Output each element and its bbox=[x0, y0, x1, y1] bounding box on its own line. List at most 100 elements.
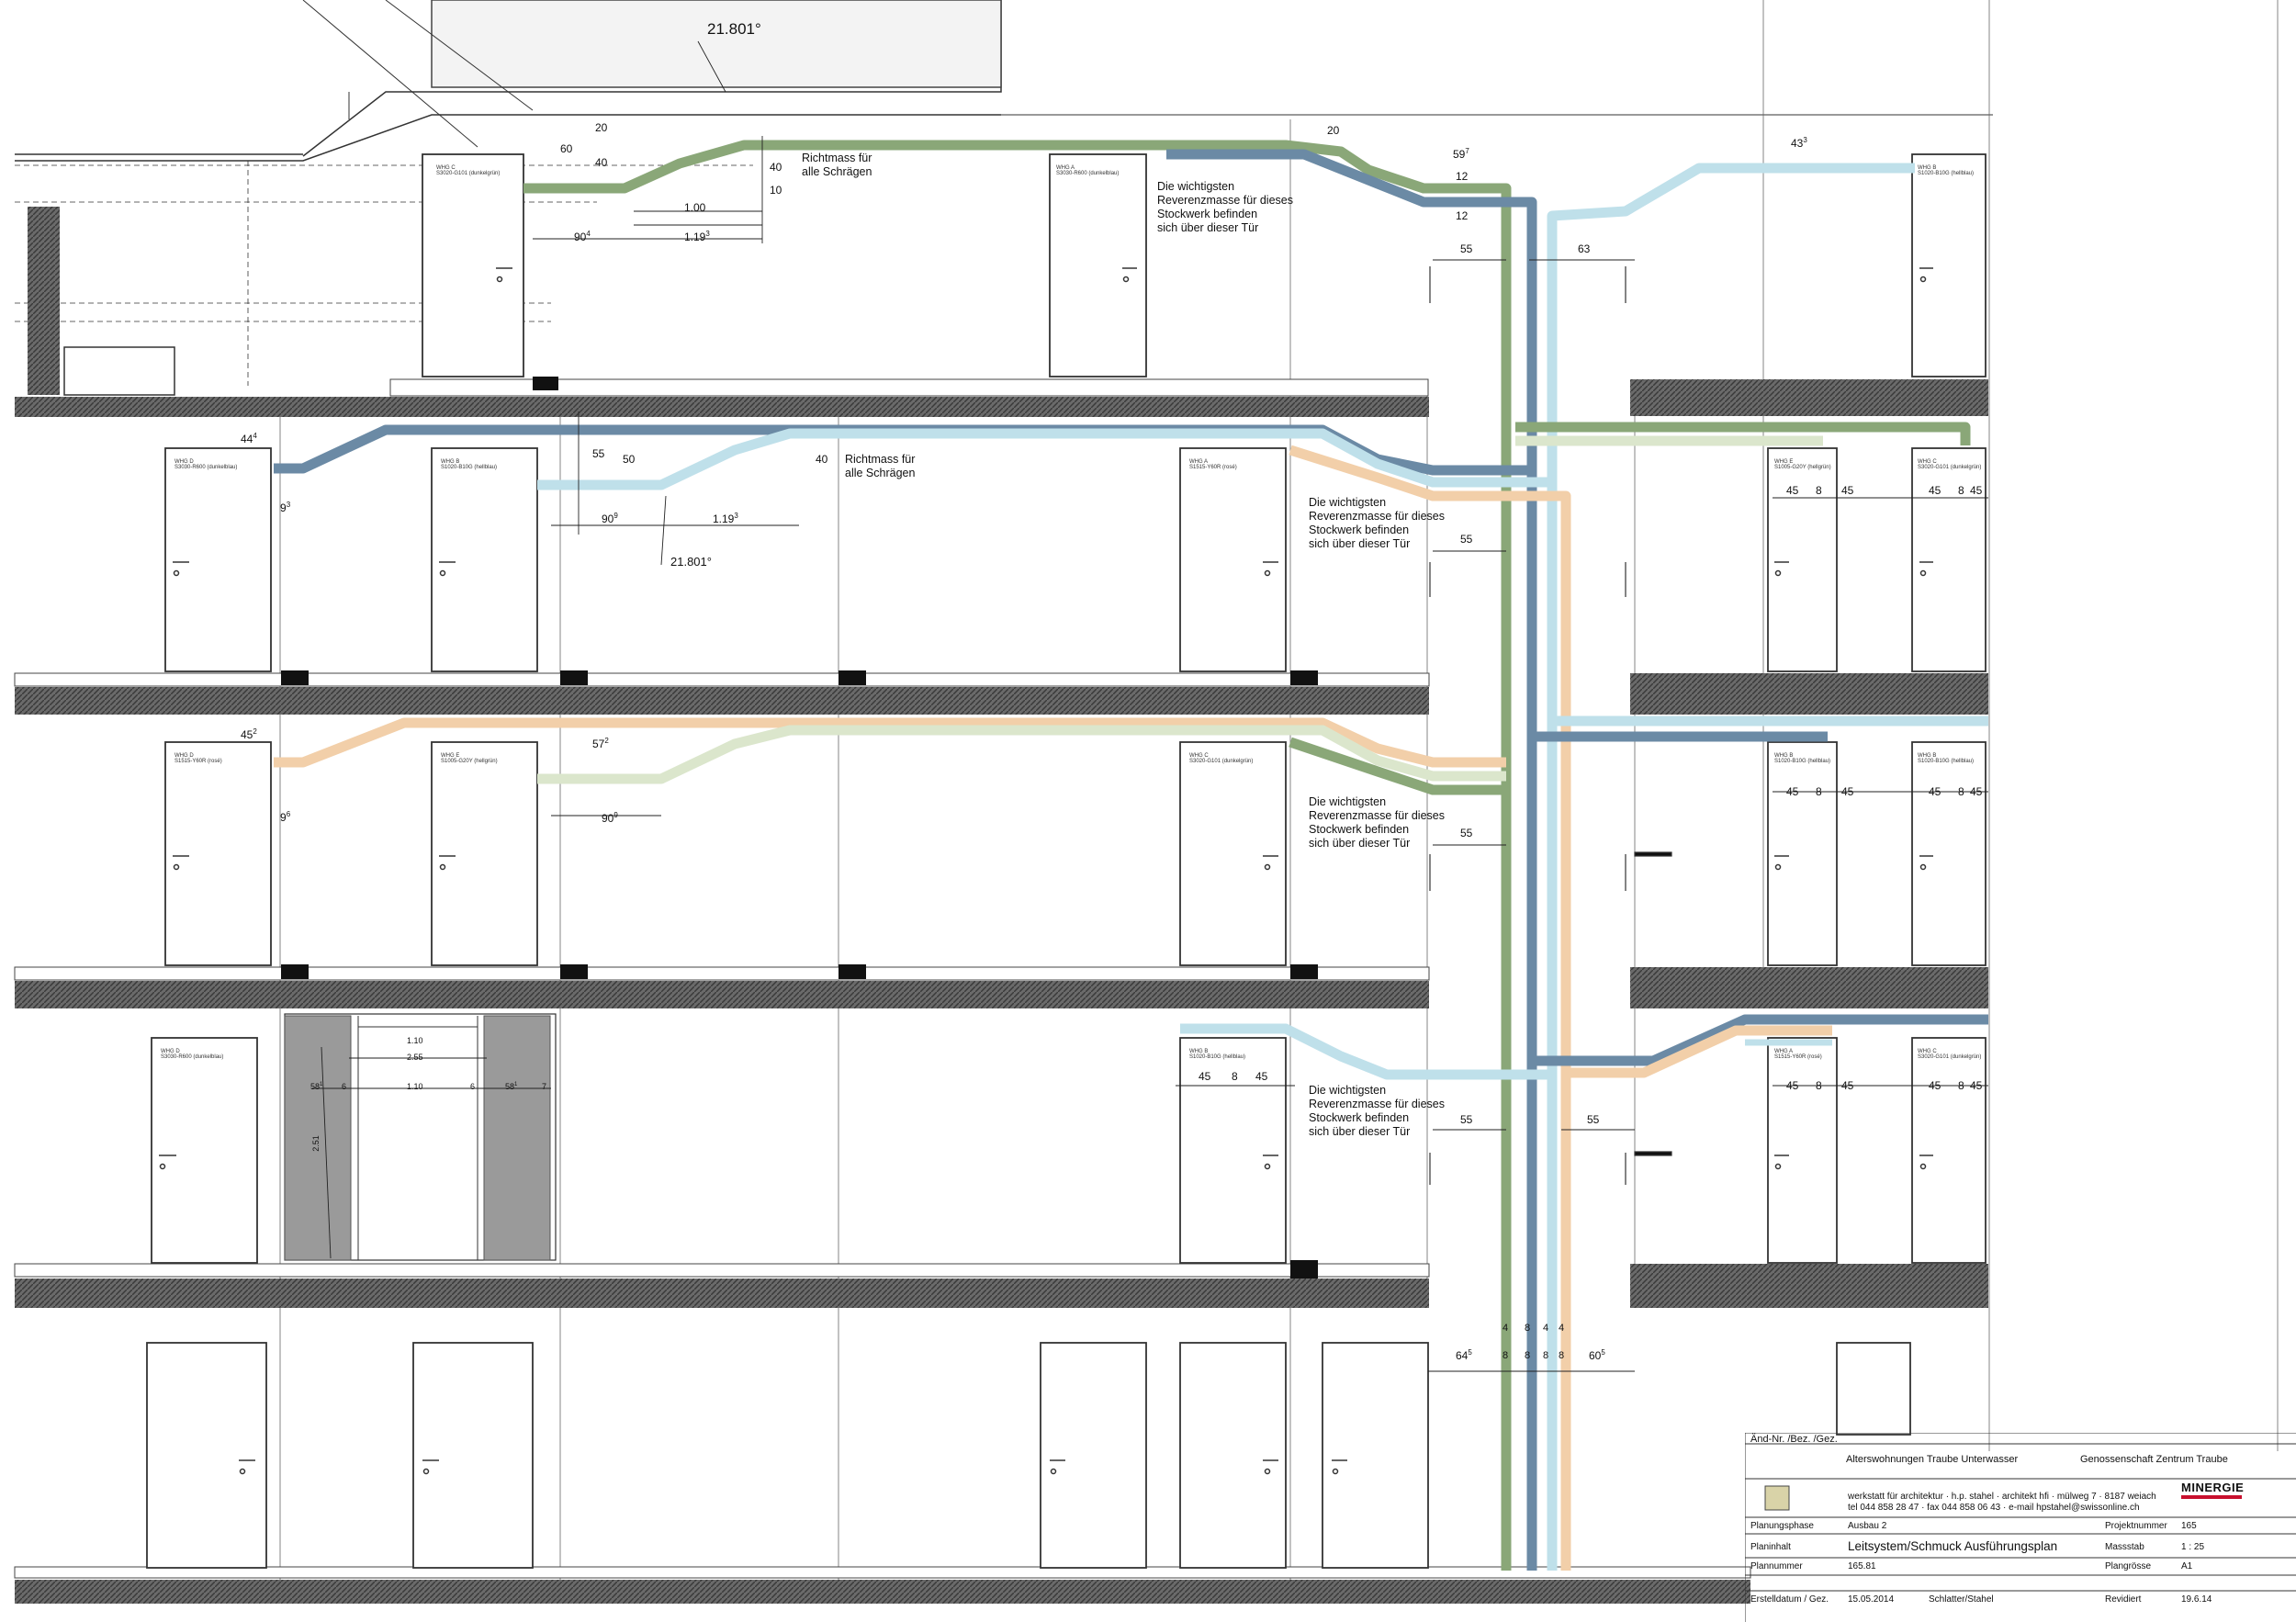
dim-90-4: 904 bbox=[574, 230, 591, 243]
roof-structure bbox=[15, 0, 1993, 386]
content-value: Leitsystem/Schmuck Ausführungsplan bbox=[1848, 1539, 2058, 1553]
scale-label: Massstab bbox=[2105, 1542, 2144, 1552]
dim-1-19-3: 1.193 bbox=[684, 230, 710, 243]
door bbox=[1836, 1342, 1911, 1436]
dim-64-5: 645 bbox=[1456, 1348, 1472, 1362]
dim-45: 45 bbox=[1786, 484, 1799, 497]
dim-55c: 55 bbox=[1460, 533, 1473, 546]
door bbox=[1049, 153, 1147, 377]
dim-12a: 12 bbox=[1456, 170, 1469, 183]
title-block: Änd-Nr. /Bez. /Gez. Alterswohnungen Trau… bbox=[1745, 1433, 2296, 1622]
door bbox=[1911, 1037, 1986, 1264]
dim-8: 8 bbox=[1816, 1079, 1822, 1092]
dim-45: 45 bbox=[1929, 785, 1941, 798]
size-label: Plangrösse bbox=[2105, 1561, 2152, 1571]
client-name: Genossenschaft Zentrum Traube bbox=[2080, 1454, 2228, 1465]
dimension-lines bbox=[312, 40, 1988, 1372]
dim-60-5: 605 bbox=[1589, 1348, 1605, 1362]
dim-58-1: 581 bbox=[505, 1082, 518, 1091]
dim-4: 4 bbox=[1559, 1323, 1565, 1334]
dim-10: 10 bbox=[770, 184, 782, 197]
window-opening bbox=[63, 346, 175, 396]
dim-90-9: 909 bbox=[602, 512, 618, 525]
doors bbox=[146, 153, 1986, 1569]
door bbox=[1322, 1342, 1429, 1569]
door bbox=[1767, 447, 1838, 672]
dim-44-4: 444 bbox=[241, 432, 257, 445]
dim-45: 45 bbox=[1970, 785, 1983, 798]
door-handles bbox=[159, 267, 1933, 1475]
phase-label: Planungsphase bbox=[1750, 1521, 1814, 1531]
dim-45: 45 bbox=[1786, 1079, 1799, 1092]
dim-8: 8 bbox=[1232, 1070, 1238, 1083]
projnr-value: 165 bbox=[2181, 1521, 2197, 1531]
dim-8: 8 bbox=[1958, 484, 1964, 497]
door bbox=[422, 153, 524, 377]
dim-58-1: 581 bbox=[310, 1082, 323, 1091]
date-value: 15.05.2014 bbox=[1848, 1594, 1895, 1605]
dim-8: 8 bbox=[1816, 484, 1822, 497]
angle-label-second: 21.801° bbox=[670, 555, 712, 569]
date-label: Erstelldatum / Gez. bbox=[1750, 1594, 1829, 1605]
dim-1-10: 1.10 bbox=[407, 1036, 423, 1045]
plannr-value: 165.81 bbox=[1848, 1561, 1876, 1571]
dim-8: 8 bbox=[1816, 785, 1822, 798]
dim-1-19-3b: 1.193 bbox=[713, 512, 738, 525]
dim-7: 7 bbox=[542, 1082, 547, 1091]
dim-8: 8 bbox=[1958, 785, 1964, 798]
drawn-value: Schlatter/Stahel bbox=[1929, 1594, 1994, 1605]
dim-8: 8 bbox=[1543, 1350, 1549, 1361]
phase-value: Ausbau 2 bbox=[1848, 1521, 1887, 1531]
dim-8: 8 bbox=[1503, 1350, 1509, 1361]
projnr-label: Projektnummer bbox=[2105, 1521, 2167, 1531]
dim-57-2: 572 bbox=[592, 737, 609, 750]
dim-60: 60 bbox=[560, 142, 573, 155]
dim-45-2: 452 bbox=[241, 727, 257, 741]
door bbox=[1179, 447, 1287, 672]
office-contact: tel 044 858 28 47 · fax 044 858 06 43 · … bbox=[1848, 1503, 2140, 1513]
dim-8: 8 bbox=[1559, 1350, 1565, 1361]
minergie-logo: MINERGIE bbox=[2181, 1481, 2244, 1499]
chimney bbox=[28, 207, 60, 395]
dim-8: 8 bbox=[1525, 1350, 1531, 1361]
dim-40b: 40 bbox=[770, 161, 782, 174]
office-address: werkstatt für architektur · h.p. stahel … bbox=[1848, 1492, 2156, 1502]
scale-value: 1 : 25 bbox=[2181, 1542, 2205, 1552]
door bbox=[1179, 741, 1287, 966]
dim-55a: 55 bbox=[1460, 242, 1473, 255]
door bbox=[164, 741, 272, 966]
dim-6: 6 bbox=[342, 1082, 347, 1091]
door bbox=[1179, 1342, 1287, 1569]
door bbox=[164, 447, 272, 672]
dim-45: 45 bbox=[1970, 484, 1983, 497]
dim-40: 40 bbox=[595, 156, 608, 169]
door bbox=[1911, 153, 1986, 377]
angle-label-top: 21.801° bbox=[707, 20, 761, 38]
dim-59-7: 597 bbox=[1453, 147, 1469, 161]
dim-1-00: 1.00 bbox=[684, 201, 706, 214]
dim-8: 8 bbox=[1525, 1323, 1531, 1334]
door bbox=[1767, 741, 1838, 966]
dim-8: 8 bbox=[1958, 1079, 1964, 1092]
dim-20: 20 bbox=[595, 121, 608, 134]
door bbox=[1911, 447, 1986, 672]
project-name: Alterswohnungen Traube Unterwasser bbox=[1846, 1454, 2019, 1465]
dim-9-3: 93 bbox=[280, 501, 291, 514]
dim-9-6: 96 bbox=[280, 810, 291, 824]
